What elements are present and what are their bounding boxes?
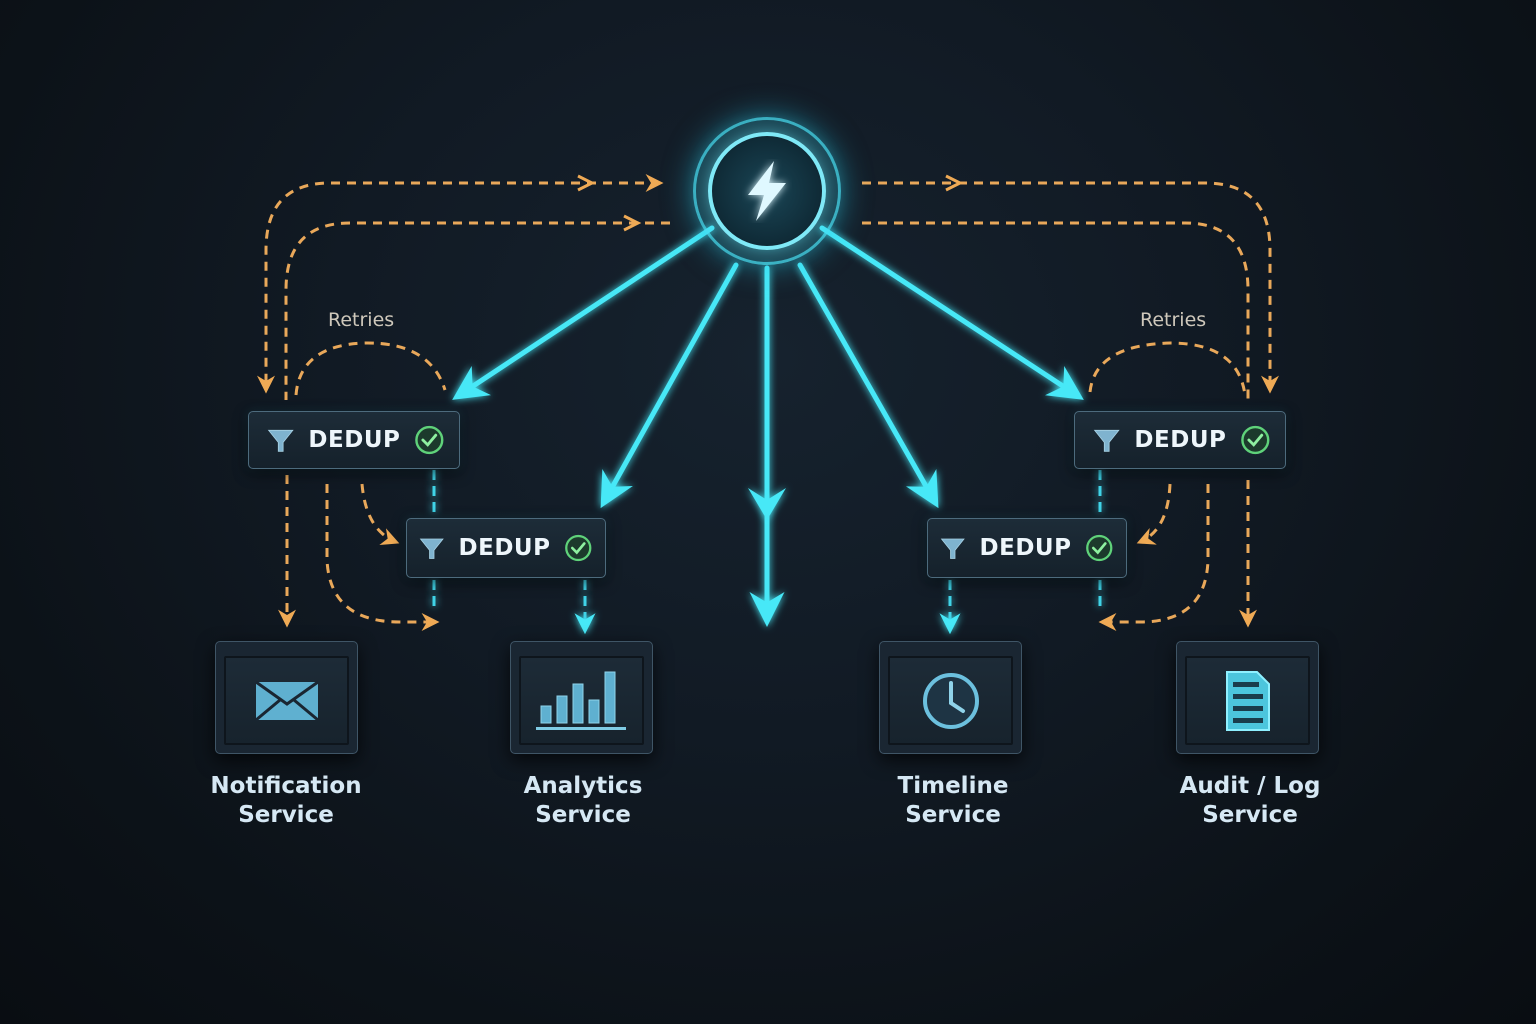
retry-path-right-to-dedup	[1136, 483, 1172, 545]
retries-label-left: Retries	[328, 309, 395, 331]
funnel-icon	[267, 429, 294, 452]
check-circle-icon	[565, 534, 592, 562]
flow-arrow-to-dedup-left-bottom	[600, 262, 739, 509]
retry-path-left-inner	[284, 221, 670, 400]
document-icon	[1225, 670, 1270, 731]
check-circle-icon	[1241, 425, 1270, 455]
flow-arrow-to-dedup-left-top	[452, 225, 715, 400]
dedup-label: DEDUP	[1134, 427, 1227, 453]
event-source-hub[interactable]	[693, 117, 841, 265]
retry-path-right-curve	[1098, 484, 1210, 631]
service-timeline[interactable]	[879, 641, 1022, 754]
retry-loop-left	[294, 341, 447, 396]
retry-path-left-outer	[257, 174, 664, 394]
service-audit-log[interactable]	[1176, 641, 1319, 754]
bar-chart-icon	[535, 671, 626, 730]
dedup-label: DEDUP	[458, 535, 551, 561]
retry-path-right-outer	[862, 181, 1279, 394]
check-circle-icon	[415, 425, 444, 455]
retries-label-right: Retries	[1140, 309, 1207, 331]
dedup-label: DEDUP	[979, 535, 1072, 561]
lightning-bolt-icon	[748, 161, 786, 221]
retry-path-left-to-dedup	[360, 483, 400, 545]
retry-arrowhead-top-right	[945, 174, 964, 192]
envelope-icon	[254, 680, 319, 721]
dedup-node-right-bottom[interactable]: DEDUP	[927, 518, 1127, 578]
funnel-icon	[419, 538, 444, 559]
funnel-icon	[940, 538, 965, 559]
dedup-node-left-top[interactable]: DEDUP	[248, 411, 460, 469]
funnel-icon	[1093, 429, 1120, 452]
dedup-node-left-bottom[interactable]: DEDUP	[406, 518, 606, 578]
dedup-node-right-top[interactable]: DEDUP	[1074, 411, 1286, 469]
retry-arrowhead-top-left	[577, 174, 596, 192]
retry-loop-right	[1088, 341, 1247, 396]
retry-path-left-curve	[325, 484, 440, 631]
dedup-label: DEDUP	[308, 427, 401, 453]
clock-icon	[922, 672, 979, 729]
flow-arrow-center-midhead	[748, 488, 786, 520]
service-notification[interactable]	[215, 641, 358, 754]
check-circle-icon	[1086, 534, 1113, 562]
flow-arrow-to-dedup-right-top	[819, 225, 1084, 400]
flow-arrow-to-dedup-right-bottom	[797, 262, 939, 509]
retry-path-right-inner	[862, 221, 1250, 400]
service-analytics[interactable]	[510, 641, 653, 754]
retry-arrowhead-mid-left	[623, 214, 642, 232]
